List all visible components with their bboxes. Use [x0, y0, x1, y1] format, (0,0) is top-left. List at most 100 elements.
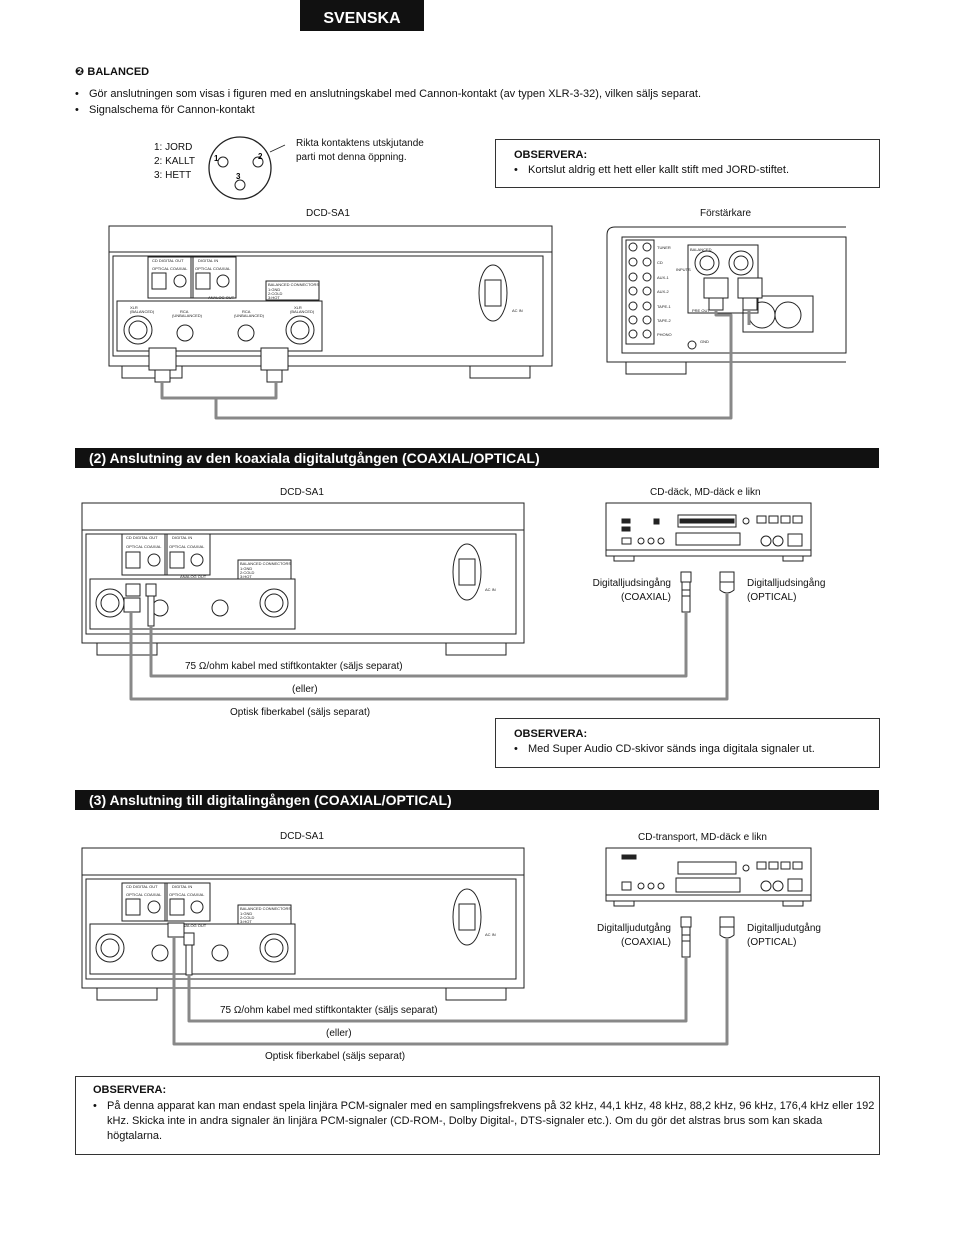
svg-text:XLR: XLR [130, 305, 138, 310]
svg-text:2:COLD: 2:COLD [240, 570, 255, 575]
device-label-dcd: DCD-SA1 [306, 208, 350, 219]
balanced-connection-diagram: 1 2 3 CD DIGITAL OUT DIGITAL IN OPTICAL … [108, 136, 847, 420]
rca-plug-dcd-in-icon [183, 932, 195, 976]
svg-text:BALANCED CONNECTORS: BALANCED CONNECTORS [268, 282, 319, 287]
final-note-box: OBSERVERA: På denna apparat kan man enda… [75, 1076, 880, 1155]
svg-text:DIGITAL IN: DIGITAL IN [172, 535, 192, 540]
svg-text:ANALOG OUT: ANALOG OUT [208, 295, 235, 300]
note-text: Med Super Audio CD-skivor sänds inga dig… [514, 742, 815, 757]
svg-text:TUNER: TUNER [657, 245, 671, 250]
dcd-sa1-rear-panel [108, 225, 553, 379]
balanced-note-box: OBSERVERA: Kortslut aldrig ett hett elle… [495, 139, 880, 188]
coaxial-plug-cd-out-icon [680, 916, 692, 958]
svg-text:COAXIAL: COAXIAL [187, 544, 205, 549]
section-3-title: (3) Anslutning till digitalingången (COA… [75, 790, 879, 810]
svg-text:CD DIGITAL OUT: CD DIGITAL OUT [126, 884, 158, 889]
svg-text:AC IN: AC IN [485, 932, 496, 937]
svg-text:BALANCED CONNECTORS: BALANCED CONNECTORS [240, 561, 291, 566]
svg-text:AC IN: AC IN [485, 587, 496, 592]
svg-text:GND: GND [700, 339, 709, 344]
svg-text:COAXIAL: COAXIAL [170, 266, 188, 271]
optical-plug-cd-out-icon [719, 916, 735, 939]
svg-text:BALANCED: BALANCED [690, 247, 712, 252]
svg-text:AUX-1: AUX-1 [657, 275, 670, 280]
svg-text:AC IN: AC IN [512, 308, 523, 313]
svg-text:DIGITAL IN: DIGITAL IN [172, 884, 192, 889]
pin-label-3: 3: HETT [154, 170, 192, 181]
dcd-panel-text-2: CD DIGITAL OUT DIGITAL IN OPTICAL COAXIA… [126, 535, 496, 592]
dcd-panel-text-3: CD DIGITAL OUT DIGITAL IN OPTICAL COAXIA… [126, 884, 496, 937]
svg-text:PHONO: PHONO [657, 332, 672, 337]
xlr-plug-amp-right-icon [737, 277, 763, 311]
opening-note-line-1: Rikta kontaktens utskjutande [296, 138, 424, 149]
section-2-optical-cable-label: Optisk fiberkabel (säljs separat) [230, 707, 371, 718]
svg-text:CD DIGITAL OUT: CD DIGITAL OUT [152, 258, 184, 263]
section-3-coax-output-label: Digitalljudutgång(COAXIAL) [597, 923, 671, 948]
svg-text:TAPE-2: TAPE-2 [657, 318, 671, 323]
svg-text:TAPE-1: TAPE-1 [657, 304, 671, 309]
svg-text:PRE OUT: PRE OUT [692, 308, 710, 313]
optical-plug-dcd-icon [123, 597, 141, 613]
section-2-cables [129, 594, 729, 701]
balanced-bullet-2: Signalschema för Cannon-kontakt [75, 103, 255, 118]
svg-text:(UNBALANCED): (UNBALANCED) [172, 313, 203, 318]
coaxial-output-diagram: CD DIGITAL OUT DIGITAL IN OPTICAL COAXIA… [81, 502, 812, 701]
device-label-amplifier: Förstärkare [700, 208, 752, 219]
section-3-or-label: (eller) [326, 1028, 352, 1039]
optical-plug-dcd-in-icon [167, 922, 185, 938]
svg-text:COAXIAL: COAXIAL [144, 892, 162, 897]
svg-text:OPTICAL: OPTICAL [126, 544, 144, 549]
svg-text:1:GND: 1:GND [268, 287, 280, 292]
svg-text:INPUTS: INPUTS [676, 267, 691, 272]
note-text: Kortslut aldrig ett hett eller kallt sti… [514, 163, 789, 178]
section-2-or-label: (eller) [292, 684, 318, 695]
svg-text:XLR: XLR [294, 305, 302, 310]
svg-text:OPTICAL: OPTICAL [126, 892, 144, 897]
balanced-heading: ❷ BALANCED [75, 65, 149, 80]
pin-label-1: 1: JORD [154, 142, 193, 153]
balanced-bullet-1: Gör anslutningen som visas i figuren med… [75, 87, 879, 102]
pin-num-2: 2 [258, 152, 263, 161]
section-3-cables [172, 937, 729, 1046]
svg-text:(UNBALANCED): (UNBALANCED) [234, 313, 265, 318]
svg-text:(BALANCED): (BALANCED) [130, 309, 155, 314]
note-title: OBSERVERA: [514, 149, 588, 161]
note-text: På denna apparat kan man endast spela li… [93, 1099, 877, 1144]
svg-text:(BALANCED): (BALANCED) [290, 309, 315, 314]
svg-text:1:GND: 1:GND [240, 566, 252, 571]
svg-text:2:COLD: 2:COLD [240, 915, 255, 920]
opening-note-line-2: parti mot denna öppning. [296, 152, 407, 163]
balanced-cables [160, 310, 751, 420]
amplifier-rear-panel [606, 226, 847, 375]
svg-text:ANALOG OUT: ANALOG OUT [180, 574, 207, 579]
svg-text:3:HOT: 3:HOT [240, 574, 252, 579]
section-2-device-cd: CD-däck, MD-däck e likn [650, 487, 761, 498]
xlr-plug-right-icon [260, 347, 289, 383]
svg-text:OPTICAL: OPTICAL [169, 544, 187, 549]
svg-text:3:HOT: 3:HOT [268, 295, 280, 300]
pin-num-1: 1 [214, 154, 219, 163]
svg-text:2:COLD: 2:COLD [268, 291, 283, 296]
xlr-plug-left-icon [148, 347, 177, 383]
digital-input-diagram: CD DIGITAL OUT DIGITAL IN OPTICAL COAXIA… [81, 847, 812, 1046]
xlr-connector-face-icon: 1 2 3 [208, 136, 286, 200]
step-number: ❷ [75, 66, 85, 78]
cd-deck-front [605, 502, 812, 562]
svg-text:AUX-2: AUX-2 [657, 289, 670, 294]
dcd-sa1-rear-panel-2 [81, 502, 525, 656]
svg-text:COAXIAL: COAXIAL [213, 266, 231, 271]
note-title: OBSERVERA: [93, 1084, 167, 1096]
svg-text:RCA: RCA [242, 309, 251, 314]
section-3-optical-output-label: Digitalljudutgång(OPTICAL) [747, 923, 821, 948]
dcd-sa1-rear-panel-3 [81, 847, 525, 1001]
section-2-title: (2) Anslutning av den koaxiala digitalut… [75, 448, 879, 468]
svg-text:OPTICAL: OPTICAL [195, 266, 213, 271]
svg-text:1:GND: 1:GND [240, 911, 252, 916]
svg-text:COAXIAL: COAXIAL [144, 544, 162, 549]
section-3-coax-cable-label: 75 Ω/ohm kabel med stiftkontakter (säljs… [220, 1005, 438, 1016]
svg-text:OPTICAL: OPTICAL [169, 892, 187, 897]
svg-text:RCA: RCA [180, 309, 189, 314]
section-3-optical-cable-label: Optisk fiberkabel (säljs separat) [265, 1051, 406, 1062]
pin-label-2: 2: KALLT [154, 156, 195, 167]
section-2-optical-input-label: Digitalljudsingång(OPTICAL) [747, 578, 826, 603]
